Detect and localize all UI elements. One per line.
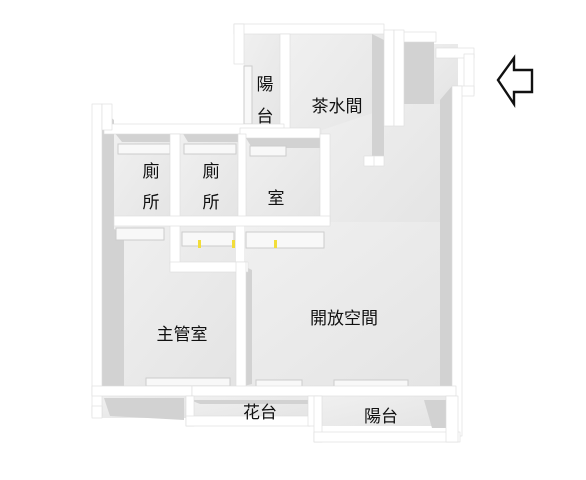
wall-toilet-div-1 (169, 133, 181, 265)
walls (91, 23, 475, 443)
shadow-balcony-bottom (424, 400, 446, 428)
wall-toilet-div-2 (237, 133, 247, 223)
shadow-tea-right (372, 34, 384, 166)
label-room-small: 室 (268, 189, 285, 209)
wall-left-top (101, 103, 113, 131)
label-manager-room: 主管室 (157, 325, 208, 345)
wall-balcony-b-right (445, 395, 459, 443)
wall-tea-lower (363, 155, 375, 167)
fixture-toilet-1 (115, 227, 165, 241)
shadow-toilet-top-1 (114, 132, 176, 142)
wall-bottom-left (91, 385, 193, 397)
shadow-planter (190, 400, 310, 404)
label-toilet-2-b: 所 (203, 193, 220, 213)
label-balcony-top-1: 陽 (257, 75, 274, 95)
label-toilet-1-b: 所 (143, 193, 160, 213)
wall-room-bottom (113, 215, 331, 227)
floor-open-space (244, 222, 452, 388)
wall-manager-right (235, 261, 247, 395)
shadow-right-outer (440, 86, 452, 390)
arrow-left-outline-icon (496, 54, 534, 108)
wall-left-bottom-cap (91, 405, 103, 419)
fixture-toilet-2 (181, 231, 235, 247)
wall-corridor-top2 (435, 47, 475, 59)
accent-2 (232, 240, 235, 248)
shadow-manager-left (108, 226, 124, 386)
fixture-accents (198, 240, 277, 248)
shadow-bal-left (104, 398, 184, 420)
shadow-toilet-top-2 (182, 132, 242, 142)
shadow-corridor (404, 40, 434, 104)
label-balcony-bottom: 陽台 (364, 407, 398, 427)
wall-left-outer (91, 103, 103, 417)
wall-balcony-left (233, 23, 245, 65)
label-planter: 花台 (243, 403, 277, 423)
wall-tea-band (239, 127, 321, 139)
wall-balcony-b-bottom (313, 431, 461, 443)
label-toilet-2-a: 廁 (203, 161, 220, 182)
window-manager (145, 377, 231, 387)
wall-top-1 (233, 23, 385, 35)
fixture-room (245, 231, 325, 249)
label-balcony-top-2: 台 (257, 107, 274, 127)
wall-room-right (319, 133, 331, 225)
window-toilet-1 (117, 143, 171, 155)
accent-3 (274, 240, 277, 248)
wall-tea-right (383, 29, 395, 127)
label-open-space: 開放空間 (310, 309, 378, 329)
wall-toilet2-bottom (169, 261, 249, 273)
window-tea (243, 65, 253, 125)
wall-right-outer (451, 85, 463, 437)
room-labels: 陽 台 茶水間 廁 所 廁 所 室 主管室 開放空間 花台 陽台 (143, 75, 399, 427)
window-toilet-2 (183, 143, 237, 155)
wall-bottom-mid (191, 385, 457, 397)
label-tea-room: 茶水間 (312, 97, 363, 117)
floor-open-space-upper (322, 78, 452, 222)
accent-1 (198, 240, 201, 248)
label-toilet-1-a: 廁 (143, 161, 160, 182)
window-room-small (249, 145, 287, 157)
wall-corridor-left (393, 29, 405, 127)
wall-balcony-right (279, 33, 291, 131)
